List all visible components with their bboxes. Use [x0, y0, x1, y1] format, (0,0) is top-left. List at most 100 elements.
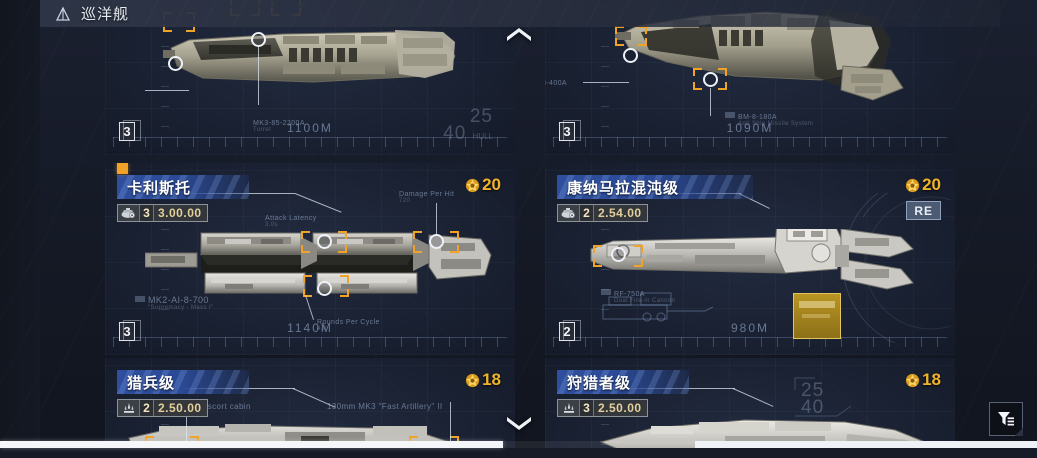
module-highlight-bracket: [301, 231, 347, 253]
blueprint-annotation: BM-8-180A Anti Ship Missile System: [725, 112, 813, 127]
cost-badge: 2 2.50.00: [117, 399, 208, 417]
blueprint-ruler: [553, 337, 947, 347]
module-node[interactable]: [317, 234, 332, 249]
leader-line: [186, 402, 187, 446]
module-node[interactable]: [317, 281, 332, 296]
rank-star-icon: [905, 178, 920, 193]
module-highlight-bracket: [413, 231, 459, 253]
footer-strip: [0, 448, 1037, 458]
point-value-number: 20: [922, 175, 941, 194]
category-header: 巡洋舰: [40, 0, 1000, 27]
rank-star-icon: [465, 373, 480, 388]
schematic-outline: [602, 292, 714, 322]
point-value: 18: [905, 370, 941, 390]
scrollbar-track[interactable]: [0, 441, 1037, 448]
ship-hull-icon: [118, 205, 140, 221]
blueprint-annotation: 130mm MK3 "Fast Artillery" II: [327, 402, 443, 411]
blueprint-ruler: [113, 137, 507, 147]
selected-module-panel[interactable]: [793, 293, 841, 339]
horizontal-scrollbar[interactable]: [0, 441, 1037, 448]
tier-badge: 3: [119, 120, 141, 141]
scrollbar-thumb-left[interactable]: [0, 441, 503, 448]
scale-caption: 980M: [730, 321, 770, 335]
scroll-down-button[interactable]: [502, 414, 536, 436]
filter-funnel-icon: [996, 409, 1016, 429]
missile-rack-icon: [118, 400, 140, 416]
cost-quantity: 3: [140, 205, 154, 221]
ship-nameplate: 猎兵级: [117, 370, 249, 394]
ship-card-connemara[interactable]: RF-750A Dual Fire-in Cannon 980M 康纳马拉混沌级: [545, 163, 955, 355]
blueprint-annotation: RF-750A Dual Fire-in Cannon: [601, 289, 675, 304]
blueprint-ruler: [113, 337, 507, 347]
ship-hull-icon: [558, 205, 580, 221]
hull-rating: 25 40: [801, 380, 825, 419]
leader-line: [145, 90, 189, 91]
blueprint-vertical-ticks: [161, 0, 169, 129]
module-node[interactable]: [611, 247, 626, 262]
blueprint-annotation: Rounds Per Cycle 4.0: [317, 319, 380, 332]
module-node[interactable]: [168, 56, 183, 71]
ship-nameplate: 狩猎者级: [557, 370, 689, 394]
point-value-number: 18: [922, 370, 941, 389]
cost-value: 2.50.00: [154, 400, 207, 416]
blueprint-annotation: MK2-AI-8-700 "Supremacy - Mass I": [135, 295, 214, 311]
chevron-down-icon: [505, 417, 533, 433]
cost-badge: 2 2.54.00: [557, 204, 648, 222]
module-highlight-bracket: [593, 245, 643, 267]
ship-artwork: [589, 229, 919, 309]
ship-card-callisto[interactable]: Attack Latency 3.0s Damage Per Hit 720 R…: [105, 163, 515, 355]
leader-line: [436, 203, 437, 235]
ship-name: 卡利斯托: [127, 179, 192, 197]
point-value: 20: [465, 175, 501, 195]
cost-value: 3.00.00: [154, 205, 207, 221]
point-value-number: 18: [482, 370, 501, 389]
blueprint-ruler: [553, 137, 947, 147]
leader-line: [258, 47, 259, 105]
hull-rating: 25 40 HULL: [443, 106, 493, 145]
scrollbar-thumb-right[interactable]: [694, 441, 1037, 448]
rank-star-icon: [905, 373, 920, 388]
cost-quantity: 3: [580, 400, 594, 416]
module-highlight-bracket: [693, 68, 727, 90]
point-value: 20: [905, 175, 941, 195]
module-node[interactable]: [703, 72, 718, 87]
ship-name: 猎兵级: [127, 374, 176, 392]
scale-caption: 1140M: [287, 321, 333, 335]
module-node[interactable]: [623, 48, 638, 63]
status-badge-re: RE: [906, 201, 941, 220]
blueprint-annotation: Damage Per Hit 720: [399, 191, 455, 204]
ship-nameplate: 卡利斯托: [117, 175, 249, 199]
leader-line: [710, 88, 711, 116]
page-title: 巡洋舰: [81, 6, 130, 23]
cost-quantity: 2: [140, 400, 154, 416]
scale-caption: 1090M: [726, 121, 774, 135]
cost-value: 2.54.00: [594, 205, 647, 221]
blueprint-annotation: Attack Latency 3.0s: [265, 215, 317, 228]
module-node[interactable]: [429, 234, 444, 249]
blueprint-annotation: BM-8-400A: [545, 78, 567, 87]
blueprint-frame-decor: [794, 377, 852, 417]
new-item-marker: [117, 163, 128, 174]
cruiser-class-icon: [54, 5, 72, 23]
blueprint-annotation: MK3-85-2200A Turret: [253, 120, 305, 133]
tier-badge: 3: [119, 320, 141, 341]
leader-line: [583, 82, 629, 83]
ship-artwork: [145, 217, 495, 307]
module-node[interactable]: [251, 32, 266, 47]
point-value: 18: [465, 370, 501, 390]
blueprint-vertical-ticks: [601, 384, 609, 458]
tier-badge: 2: [559, 320, 581, 341]
module-highlight-bracket: [615, 26, 647, 46]
tier-badge: 3: [559, 120, 581, 141]
ship-name: 康纳马拉混沌级: [567, 179, 680, 197]
filter-button[interactable]: [989, 402, 1023, 436]
scroll-up-button[interactable]: [502, 22, 536, 44]
cost-badge: 3 2.50.00: [557, 399, 648, 417]
cost-badge: 3 3.00.00: [117, 204, 208, 222]
blueprint-vertical-ticks: [601, 0, 609, 129]
module-highlight-bracket: [303, 275, 349, 297]
ship-nameplate: 康纳马拉混沌级: [557, 175, 753, 199]
scale-caption: 1100M: [287, 121, 333, 135]
